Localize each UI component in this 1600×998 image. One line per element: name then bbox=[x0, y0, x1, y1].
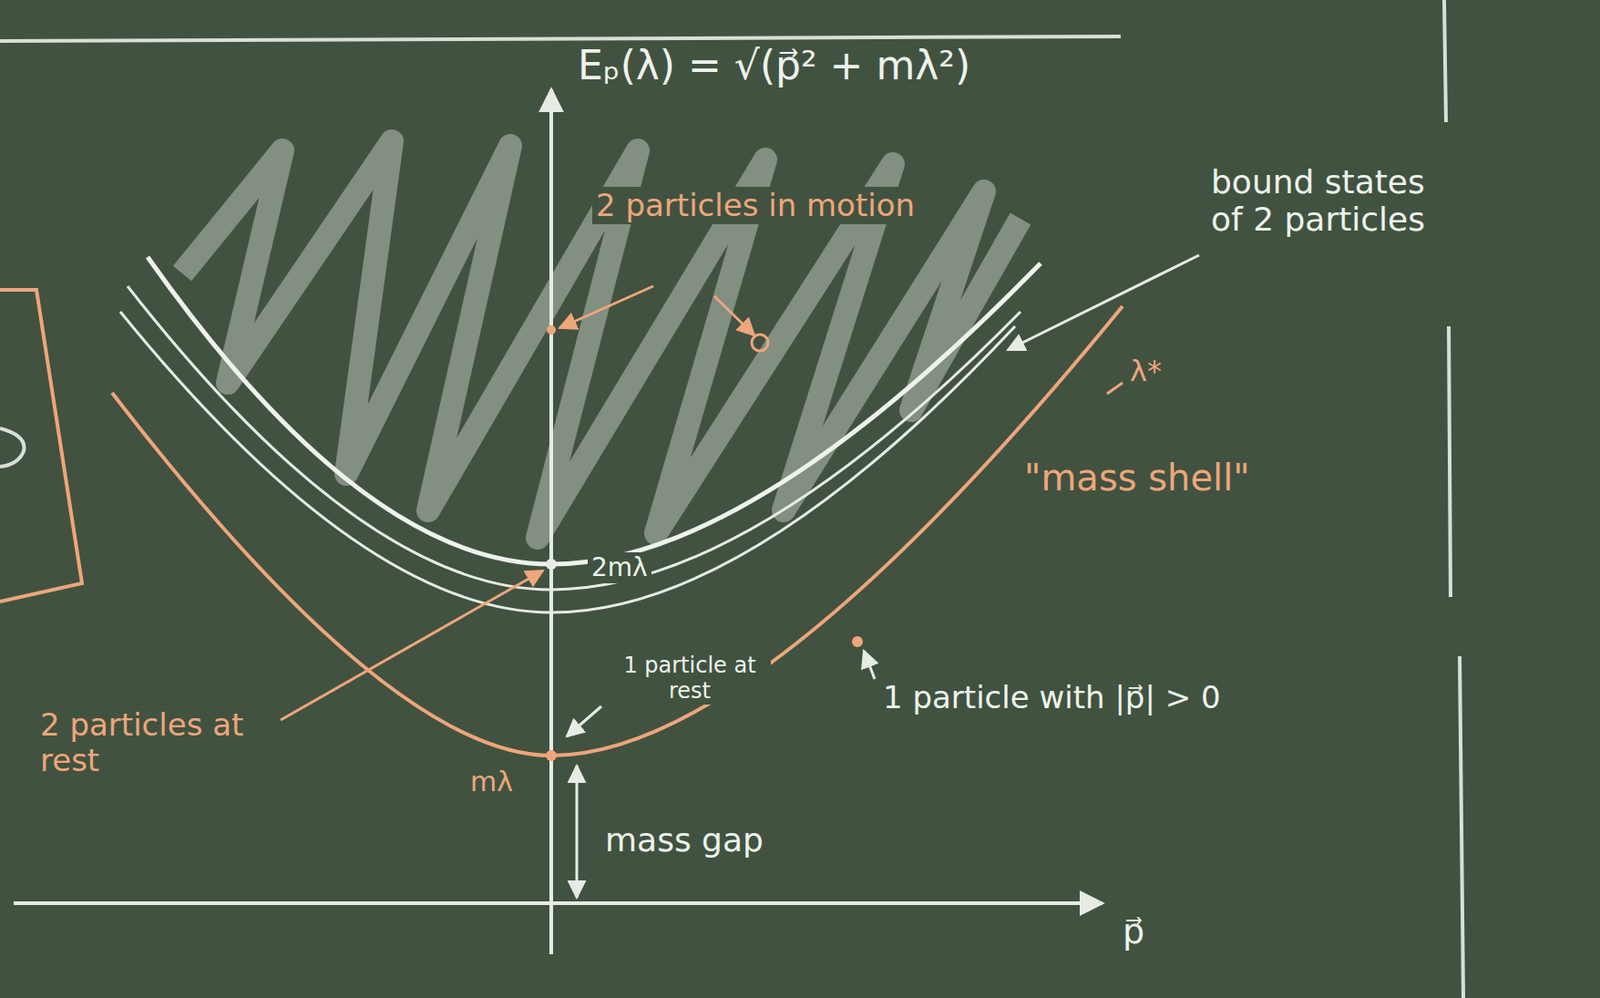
annotation: 1 particle with |p⃗| > 0 bbox=[879, 678, 1225, 717]
annotation: 1 particle at rest bbox=[608, 652, 771, 705]
symbol-label: λ* bbox=[1126, 353, 1166, 390]
annotation: 2 particles at rest bbox=[36, 706, 254, 780]
value-label: 2mλ bbox=[587, 552, 652, 584]
annotation: 2 particles in motion bbox=[592, 186, 919, 225]
value-label: mλ bbox=[466, 765, 517, 800]
axes bbox=[13, 89, 1103, 954]
formula: Eₚ(λ) = √(p⃗² + mλ²) bbox=[574, 41, 975, 91]
annotation: bound states of 2 particles bbox=[1207, 162, 1452, 240]
curve-label: "mass shell" bbox=[1020, 455, 1254, 500]
partial-box bbox=[0, 289, 83, 602]
annotation: mass gap bbox=[601, 820, 768, 860]
board-frame-lines bbox=[0, 0, 1464, 998]
leader-arrows bbox=[280, 255, 1200, 898]
axis-label: p⃗ bbox=[1118, 911, 1149, 954]
state-dots bbox=[545, 325, 863, 761]
